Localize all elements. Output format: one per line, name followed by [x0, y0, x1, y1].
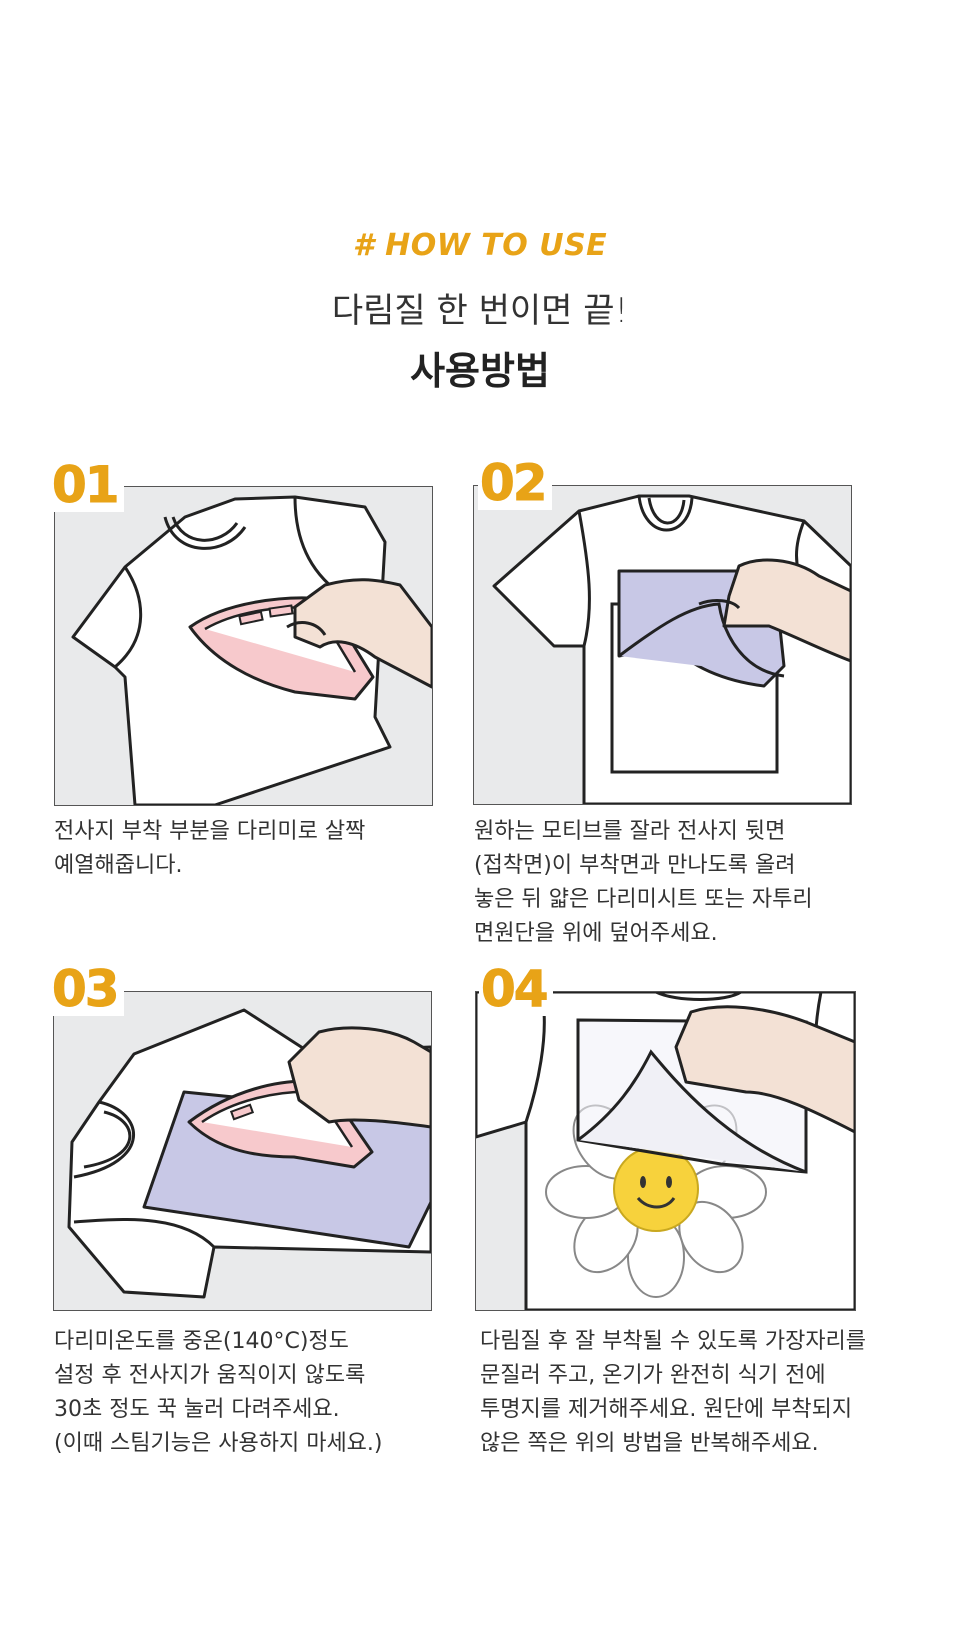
step-1-illustration: [54, 486, 433, 806]
step-3-illustration: [53, 991, 432, 1311]
step-3-number: 03: [50, 962, 124, 1017]
section-tag: # HOW TO USE: [352, 228, 608, 263]
subtitle: 다림질 한 번이면 끝!: [331, 291, 629, 331]
step-4-illustration: [475, 991, 856, 1311]
step-2-illustration: [473, 485, 852, 805]
page-title: 사용방법: [410, 349, 550, 393]
step-2-number: 02: [478, 456, 552, 511]
step-1-number: 01: [50, 458, 124, 513]
step-4-number: 04: [479, 962, 553, 1017]
step-3-description: 다리미온도를 중온(140°C)정도 설정 후 전사지가 움직이지 않도록 30…: [54, 1329, 383, 1456]
step-2-description: 원하는 모티브를 잘라 전사지 뒷면 (접착면)이 부착면과 만나도록 올려 놓…: [474, 819, 813, 946]
step-4-description: 다림질 후 잘 부착될 수 있도록 가장자리를 문질러 주고, 온기가 완전히 …: [480, 1329, 867, 1456]
step-1-description: 전사지 부착 부분을 다리미로 살짝 예열해줍니다.: [54, 819, 366, 878]
